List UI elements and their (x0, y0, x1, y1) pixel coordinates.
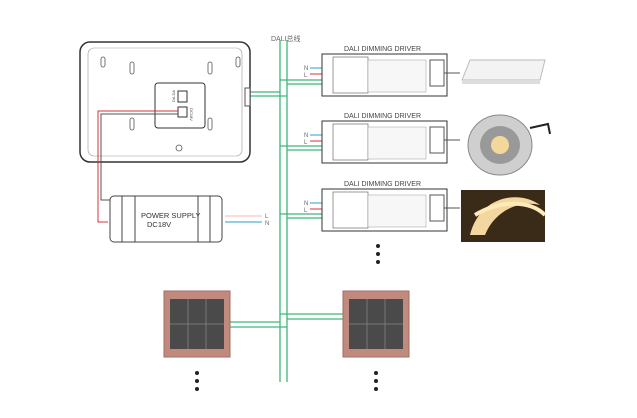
driver-2: DALI DIMMING DRIVER N L (304, 113, 460, 164)
ps-l-label: L (265, 214, 269, 220)
n-label: N (304, 66, 308, 72)
driver-3: DALI DIMMING DRIVER N L (304, 181, 460, 232)
downlight-image (467, 114, 551, 176)
power-supply: POWER SUPPLY DC18V (109, 195, 223, 243)
bus-terminal (177, 90, 188, 103)
power-supply-voltage: DC18V (147, 220, 171, 229)
driver-1: DALI DIMMING DRIVER N L (304, 46, 460, 97)
more-dots (195, 244, 380, 391)
panel-light-image (461, 59, 546, 84)
n-label: N (304, 201, 308, 207)
led-strip-image (461, 190, 547, 242)
bus-label: DALI总线 (271, 34, 301, 43)
power-terminal (177, 106, 188, 118)
switch-panel-1 (163, 290, 231, 358)
driver-title: DALI DIMMING DRIVER (344, 181, 421, 188)
bus-terminal-label: DA DA (171, 90, 176, 102)
power-supply-title: POWER SUPPLY (141, 211, 200, 220)
driver-title: DALI DIMMING DRIVER (344, 46, 421, 53)
control-panel: DA DA DC18V (79, 41, 251, 163)
l-label: L (304, 73, 308, 79)
l-label: L (304, 208, 308, 214)
switch-panel-2 (342, 290, 410, 358)
ps-n-label: N (265, 221, 269, 227)
dali-bus (230, 40, 343, 382)
n-label: N (304, 133, 308, 139)
power-terminal-label: DC18V (189, 108, 194, 121)
l-label: L (304, 140, 308, 146)
driver-title: DALI DIMMING DRIVER (344, 113, 421, 120)
